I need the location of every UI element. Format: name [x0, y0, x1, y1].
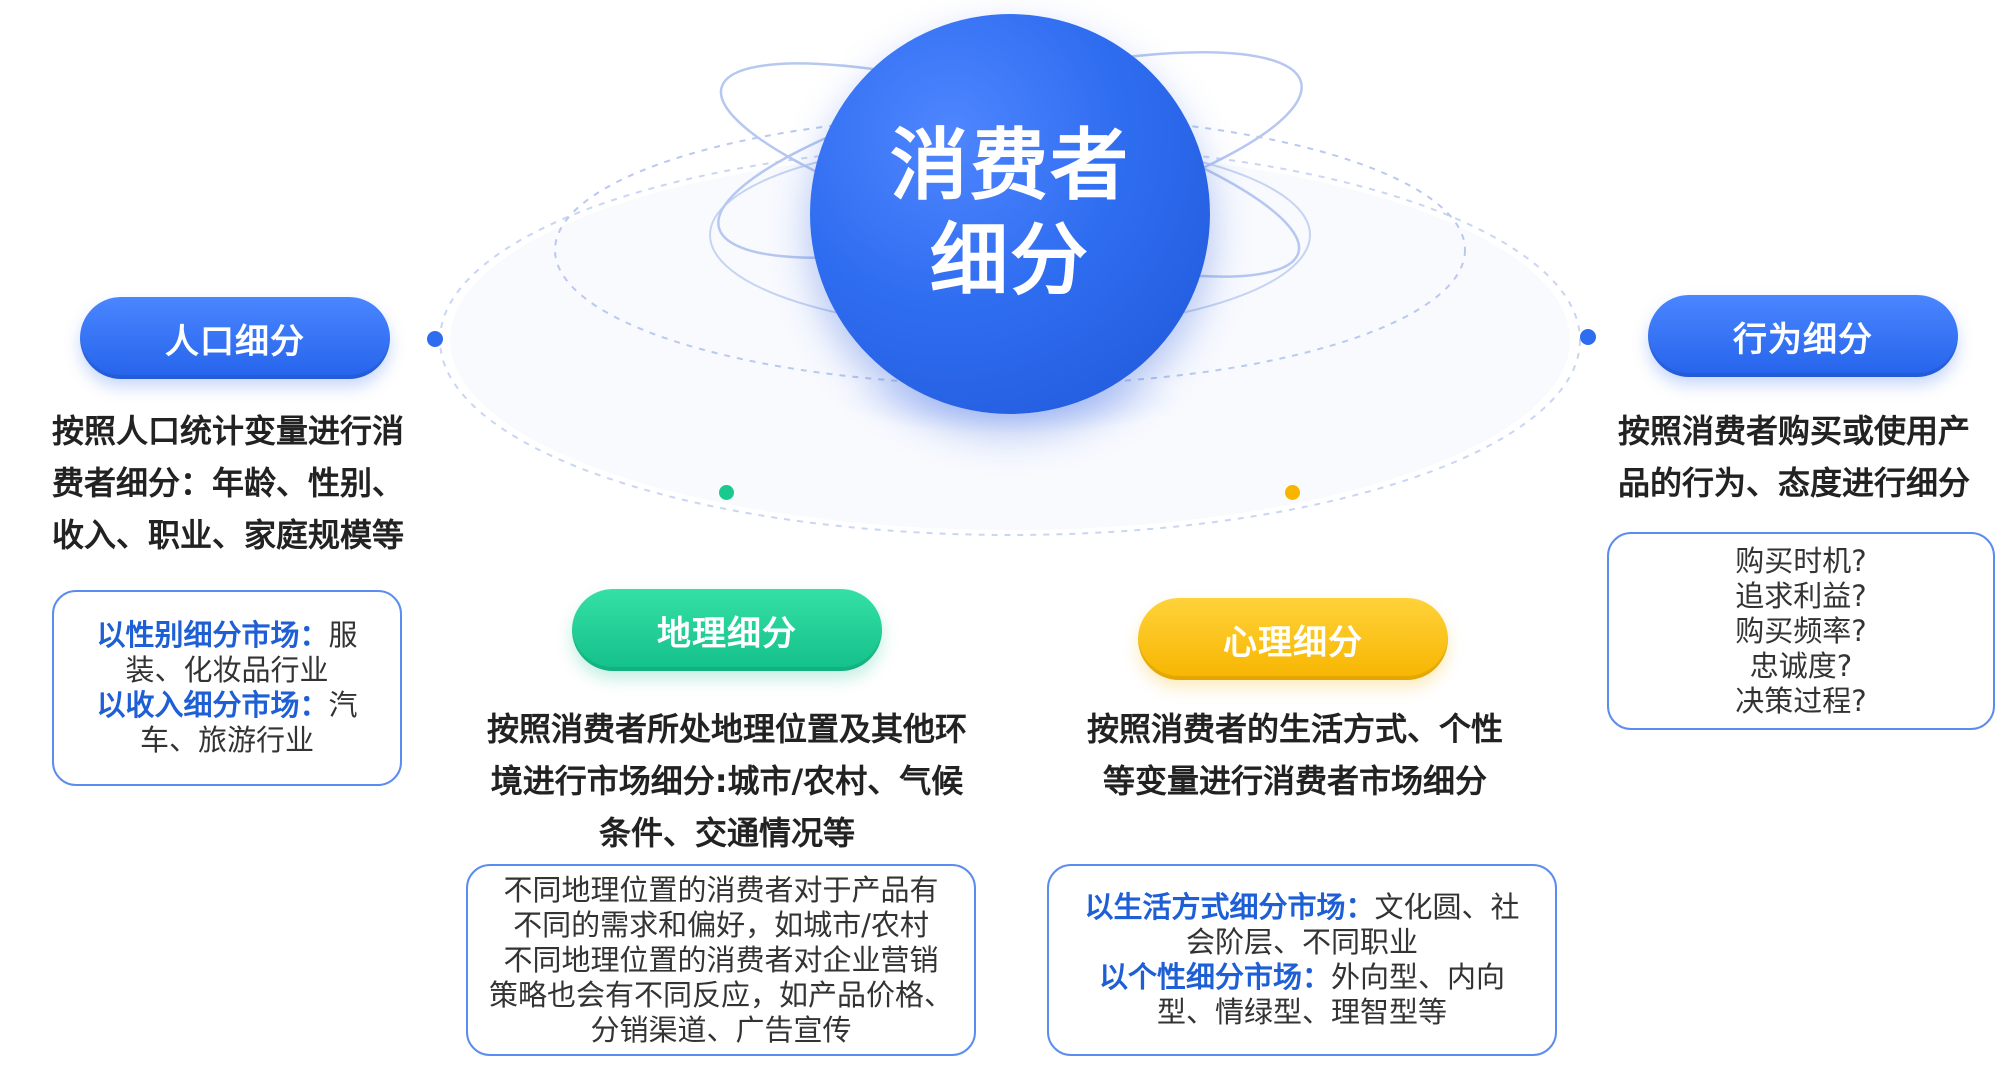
geographic-pill: 地理细分: [572, 589, 882, 671]
behavioral-example-box: 购买时机? 追求利益? 购买频率? 忠诚度? 决策过程?: [1607, 532, 1995, 730]
psychographic-example-box: 以生活方式细分市场：文化圆、社会阶层、不同职业 以个性细分市场：外向型、内向型、…: [1047, 864, 1557, 1056]
psychographic-pill: 心理细分: [1138, 598, 1448, 680]
psychographic-description: 按照消费者的生活方式、个性 等变量进行消费者市场细分: [1086, 710, 1503, 800]
demographic-example-text-2: 汽车、旅游行业: [139, 688, 358, 757]
demographic-example-keyword-1: 以性别细分市场：: [96, 618, 329, 652]
behavioral-description: 按照消费者购买或使用产 品的行为、态度进行细分: [1618, 412, 1971, 502]
psychographic-example-keyword-1: 以生活方式细分市场：: [1084, 890, 1375, 924]
behavioral-dot: [1580, 329, 1596, 345]
geographic-dot: [719, 485, 734, 500]
demographic-example-text-1: 服装、化妆品行业: [125, 618, 358, 687]
demographic-dot: [427, 331, 443, 347]
center-title-line1: 消费者: [889, 120, 1130, 211]
behavioral-title: 行为细分: [1733, 319, 1873, 360]
psychographic-example-text-2: 外向型、内向型、情绿型、理智型等: [1156, 960, 1506, 1029]
demographic-pill: 人口细分: [80, 297, 390, 379]
demographic-example-box: 以性别细分市场：服装、化妆品行业 以收入细分市场：汽车、旅游行业: [52, 590, 402, 786]
psychographic-title: 心理细分: [1223, 622, 1363, 663]
demographic-title: 人口细分: [165, 321, 305, 362]
geographic-example-box: 不同地理位置的消费者对于产品有 不同的需求和偏好，如城市/农村 不同地理位置的消…: [466, 864, 976, 1056]
center-title-line2: 细分: [929, 216, 1090, 306]
psychographic-example-keyword-2: 以个性细分市场：: [1098, 960, 1331, 994]
geographic-title: 地理细分: [657, 613, 797, 654]
demographic-description: 按照人口统计变量进行消 费者细分：年龄、性别、 收入、职业、家庭规模等: [52, 412, 405, 554]
demographic-example-keyword-2: 以收入细分市场：: [96, 688, 329, 722]
center-title: 消费者 细分: [810, 14, 1210, 414]
psychographic-dot: [1285, 485, 1300, 500]
psychographic-example-text-1: 文化圆、社会阶层、不同职业: [1185, 890, 1520, 959]
geographic-description: 按照消费者所处地理位置及其他环 境进行市场细分:城市/农村、气候 条件、交通情况…: [486, 710, 967, 852]
behavioral-pill: 行为细分: [1648, 295, 1958, 377]
